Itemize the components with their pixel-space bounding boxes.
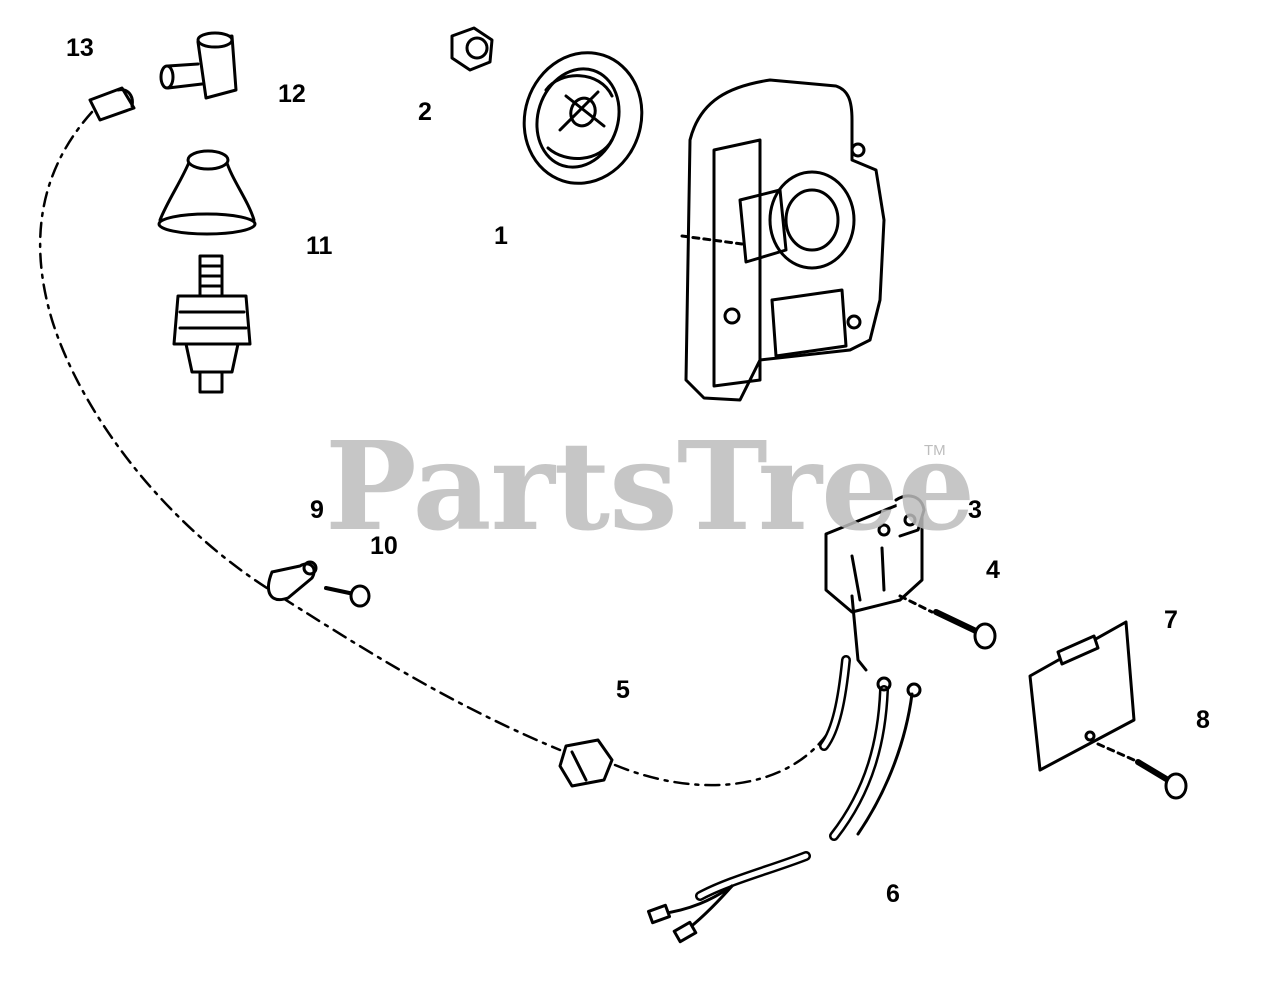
flywheel bbox=[522, 51, 644, 185]
flywheel-nut bbox=[450, 26, 494, 72]
callout-2: 2 bbox=[418, 98, 432, 126]
callout-8: 8 bbox=[1196, 706, 1210, 734]
callout-7: 7 bbox=[1164, 606, 1178, 634]
callout-6: 6 bbox=[886, 880, 900, 908]
cover-plate bbox=[1028, 620, 1136, 772]
lead-clamp bbox=[267, 560, 318, 601]
ignition-lead-dashed bbox=[38, 110, 832, 787]
partstree-watermark: PartsTree bbox=[325, 414, 975, 558]
callout-1: 1 bbox=[494, 222, 508, 250]
wire-harness bbox=[646, 676, 922, 944]
engine-block bbox=[680, 78, 886, 402]
trademark-symbol: TM bbox=[924, 442, 946, 459]
spark-plug bbox=[172, 254, 252, 394]
ignition-coil bbox=[819, 494, 926, 751]
callout-5: 5 bbox=[616, 676, 630, 704]
spark-plug-terminal bbox=[88, 86, 136, 122]
callout-3: 3 bbox=[968, 496, 982, 524]
spark-plug-cap bbox=[157, 149, 257, 236]
callout-10: 10 bbox=[370, 532, 398, 560]
callout-4: 4 bbox=[986, 556, 1000, 584]
callout-9: 9 bbox=[310, 496, 324, 524]
clamp-screw bbox=[324, 584, 371, 608]
callout-11: 11 bbox=[306, 232, 333, 260]
lead-grommet bbox=[558, 738, 614, 788]
callout-12: 12 bbox=[278, 80, 306, 108]
cover-screw bbox=[1096, 742, 1188, 800]
coil-screw bbox=[898, 594, 997, 650]
callout-13: 13 bbox=[66, 34, 94, 62]
spark-plug-boot bbox=[159, 31, 238, 100]
